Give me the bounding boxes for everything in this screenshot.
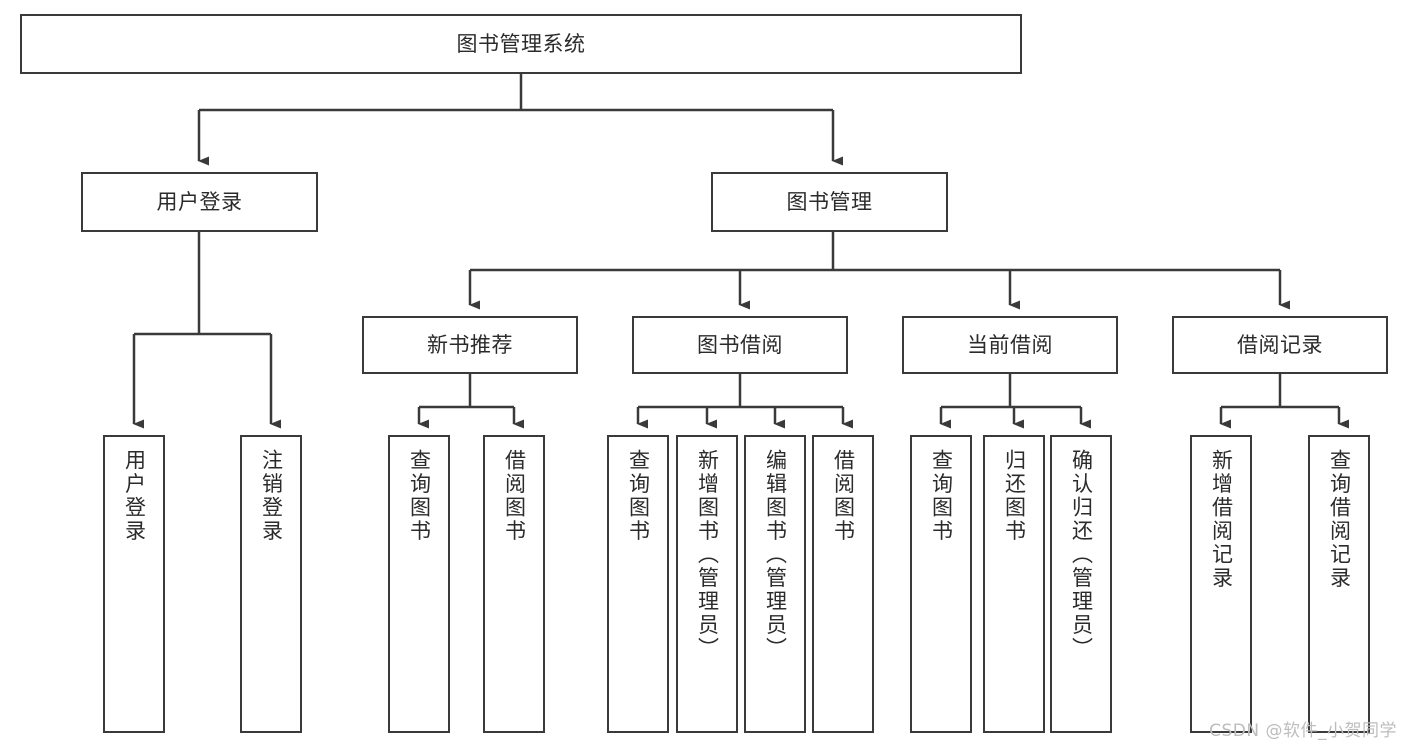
node-label: 注销登录 xyxy=(259,449,284,543)
node-label: 借阅图书 xyxy=(502,449,527,543)
node-leaf-borrow-book-1[interactable]: 借阅图书 xyxy=(483,435,545,733)
node-leaf-confirm-return[interactable]: 确认归还（管理员） xyxy=(1050,435,1112,733)
node-label: 新书推荐 xyxy=(427,332,513,357)
node-book-manage[interactable]: 图书管理 xyxy=(711,172,948,232)
node-leaf-add-book[interactable]: 新增图书（管理员） xyxy=(676,435,738,733)
node-leaf-add-record[interactable]: 新增借阅记录 xyxy=(1190,435,1252,733)
node-label: 借阅记录 xyxy=(1237,332,1323,357)
node-label: 查询借阅记录 xyxy=(1327,449,1352,590)
node-leaf-query-book-3[interactable]: 查询图书 xyxy=(910,435,972,733)
node-borrow-record[interactable]: 借阅记录 xyxy=(1172,316,1388,374)
node-leaf-return-book[interactable]: 归还图书 xyxy=(983,435,1045,733)
node-label: 归还图书 xyxy=(1002,449,1027,543)
node-label: 用户登录 xyxy=(156,189,243,214)
node-label: 用户登录 xyxy=(122,449,147,543)
node-label: 图书管理系统 xyxy=(456,31,586,56)
node-leaf-user-login[interactable]: 用户登录 xyxy=(103,435,165,733)
node-label: 图书借阅 xyxy=(697,332,783,357)
node-label: 新增借阅记录 xyxy=(1209,449,1234,590)
node-book-management-system[interactable]: 图书管理系统 xyxy=(20,14,1022,74)
node-label: 编辑图书（管理员） xyxy=(763,449,788,661)
node-label: 查询图书 xyxy=(626,449,651,543)
node-label: 借阅图书 xyxy=(831,449,856,543)
node-leaf-query-book-1[interactable]: 查询图书 xyxy=(388,435,450,733)
node-label: 确认归还（管理员） xyxy=(1069,449,1094,661)
node-leaf-edit-book[interactable]: 编辑图书（管理员） xyxy=(744,435,806,733)
node-leaf-query-record[interactable]: 查询借阅记录 xyxy=(1308,435,1370,733)
node-leaf-user-logout[interactable]: 注销登录 xyxy=(240,435,302,733)
node-label: 查询图书 xyxy=(407,449,432,543)
node-new-book-recommend[interactable]: 新书推荐 xyxy=(362,316,578,374)
node-leaf-borrow-book-2[interactable]: 借阅图书 xyxy=(812,435,874,733)
node-label: 当前借阅 xyxy=(967,332,1053,357)
node-label: 查询图书 xyxy=(929,449,954,543)
node-label: 新增图书（管理员） xyxy=(695,449,720,661)
node-user-login[interactable]: 用户登录 xyxy=(81,172,318,232)
node-leaf-query-book-2[interactable]: 查询图书 xyxy=(607,435,669,733)
node-current-borrow[interactable]: 当前借阅 xyxy=(902,316,1118,374)
node-label: 图书管理 xyxy=(786,189,873,214)
node-book-borrow[interactable]: 图书借阅 xyxy=(632,316,848,374)
